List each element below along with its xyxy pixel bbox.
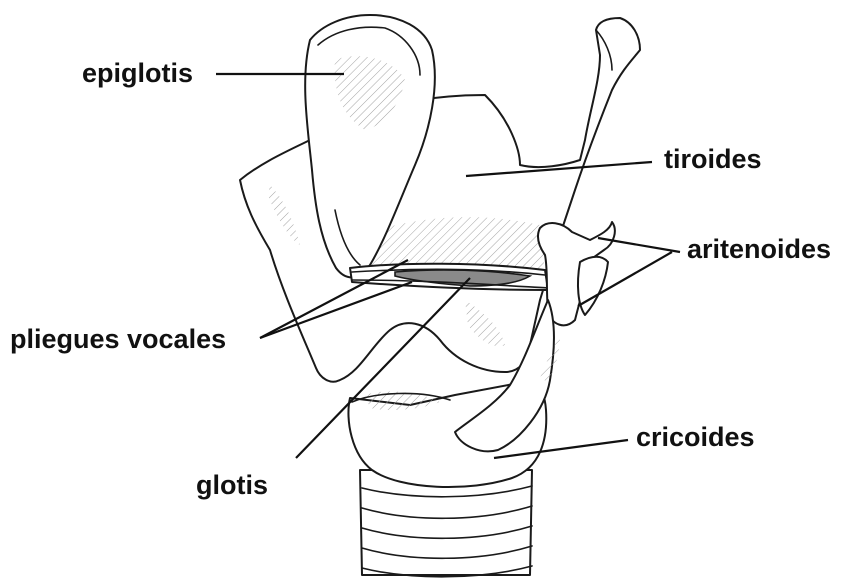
label-pliegues-vocales: pliegues vocales <box>10 326 226 353</box>
label-tiroides: tiroides <box>664 146 762 173</box>
label-epiglotis: epiglotis <box>82 60 193 87</box>
leader-pliegues-lower <box>260 282 412 338</box>
label-glotis: glotis <box>196 472 268 499</box>
leader-cricoides <box>494 440 628 458</box>
leader-aritenoides-lower <box>578 252 672 306</box>
leader-tiroides <box>466 162 652 176</box>
label-aritenoides: aritenoides <box>687 236 831 263</box>
leader-pliegues-upper <box>260 260 408 338</box>
label-cricoides: cricoides <box>636 424 755 451</box>
leader-aritenoides-upper <box>598 238 680 252</box>
